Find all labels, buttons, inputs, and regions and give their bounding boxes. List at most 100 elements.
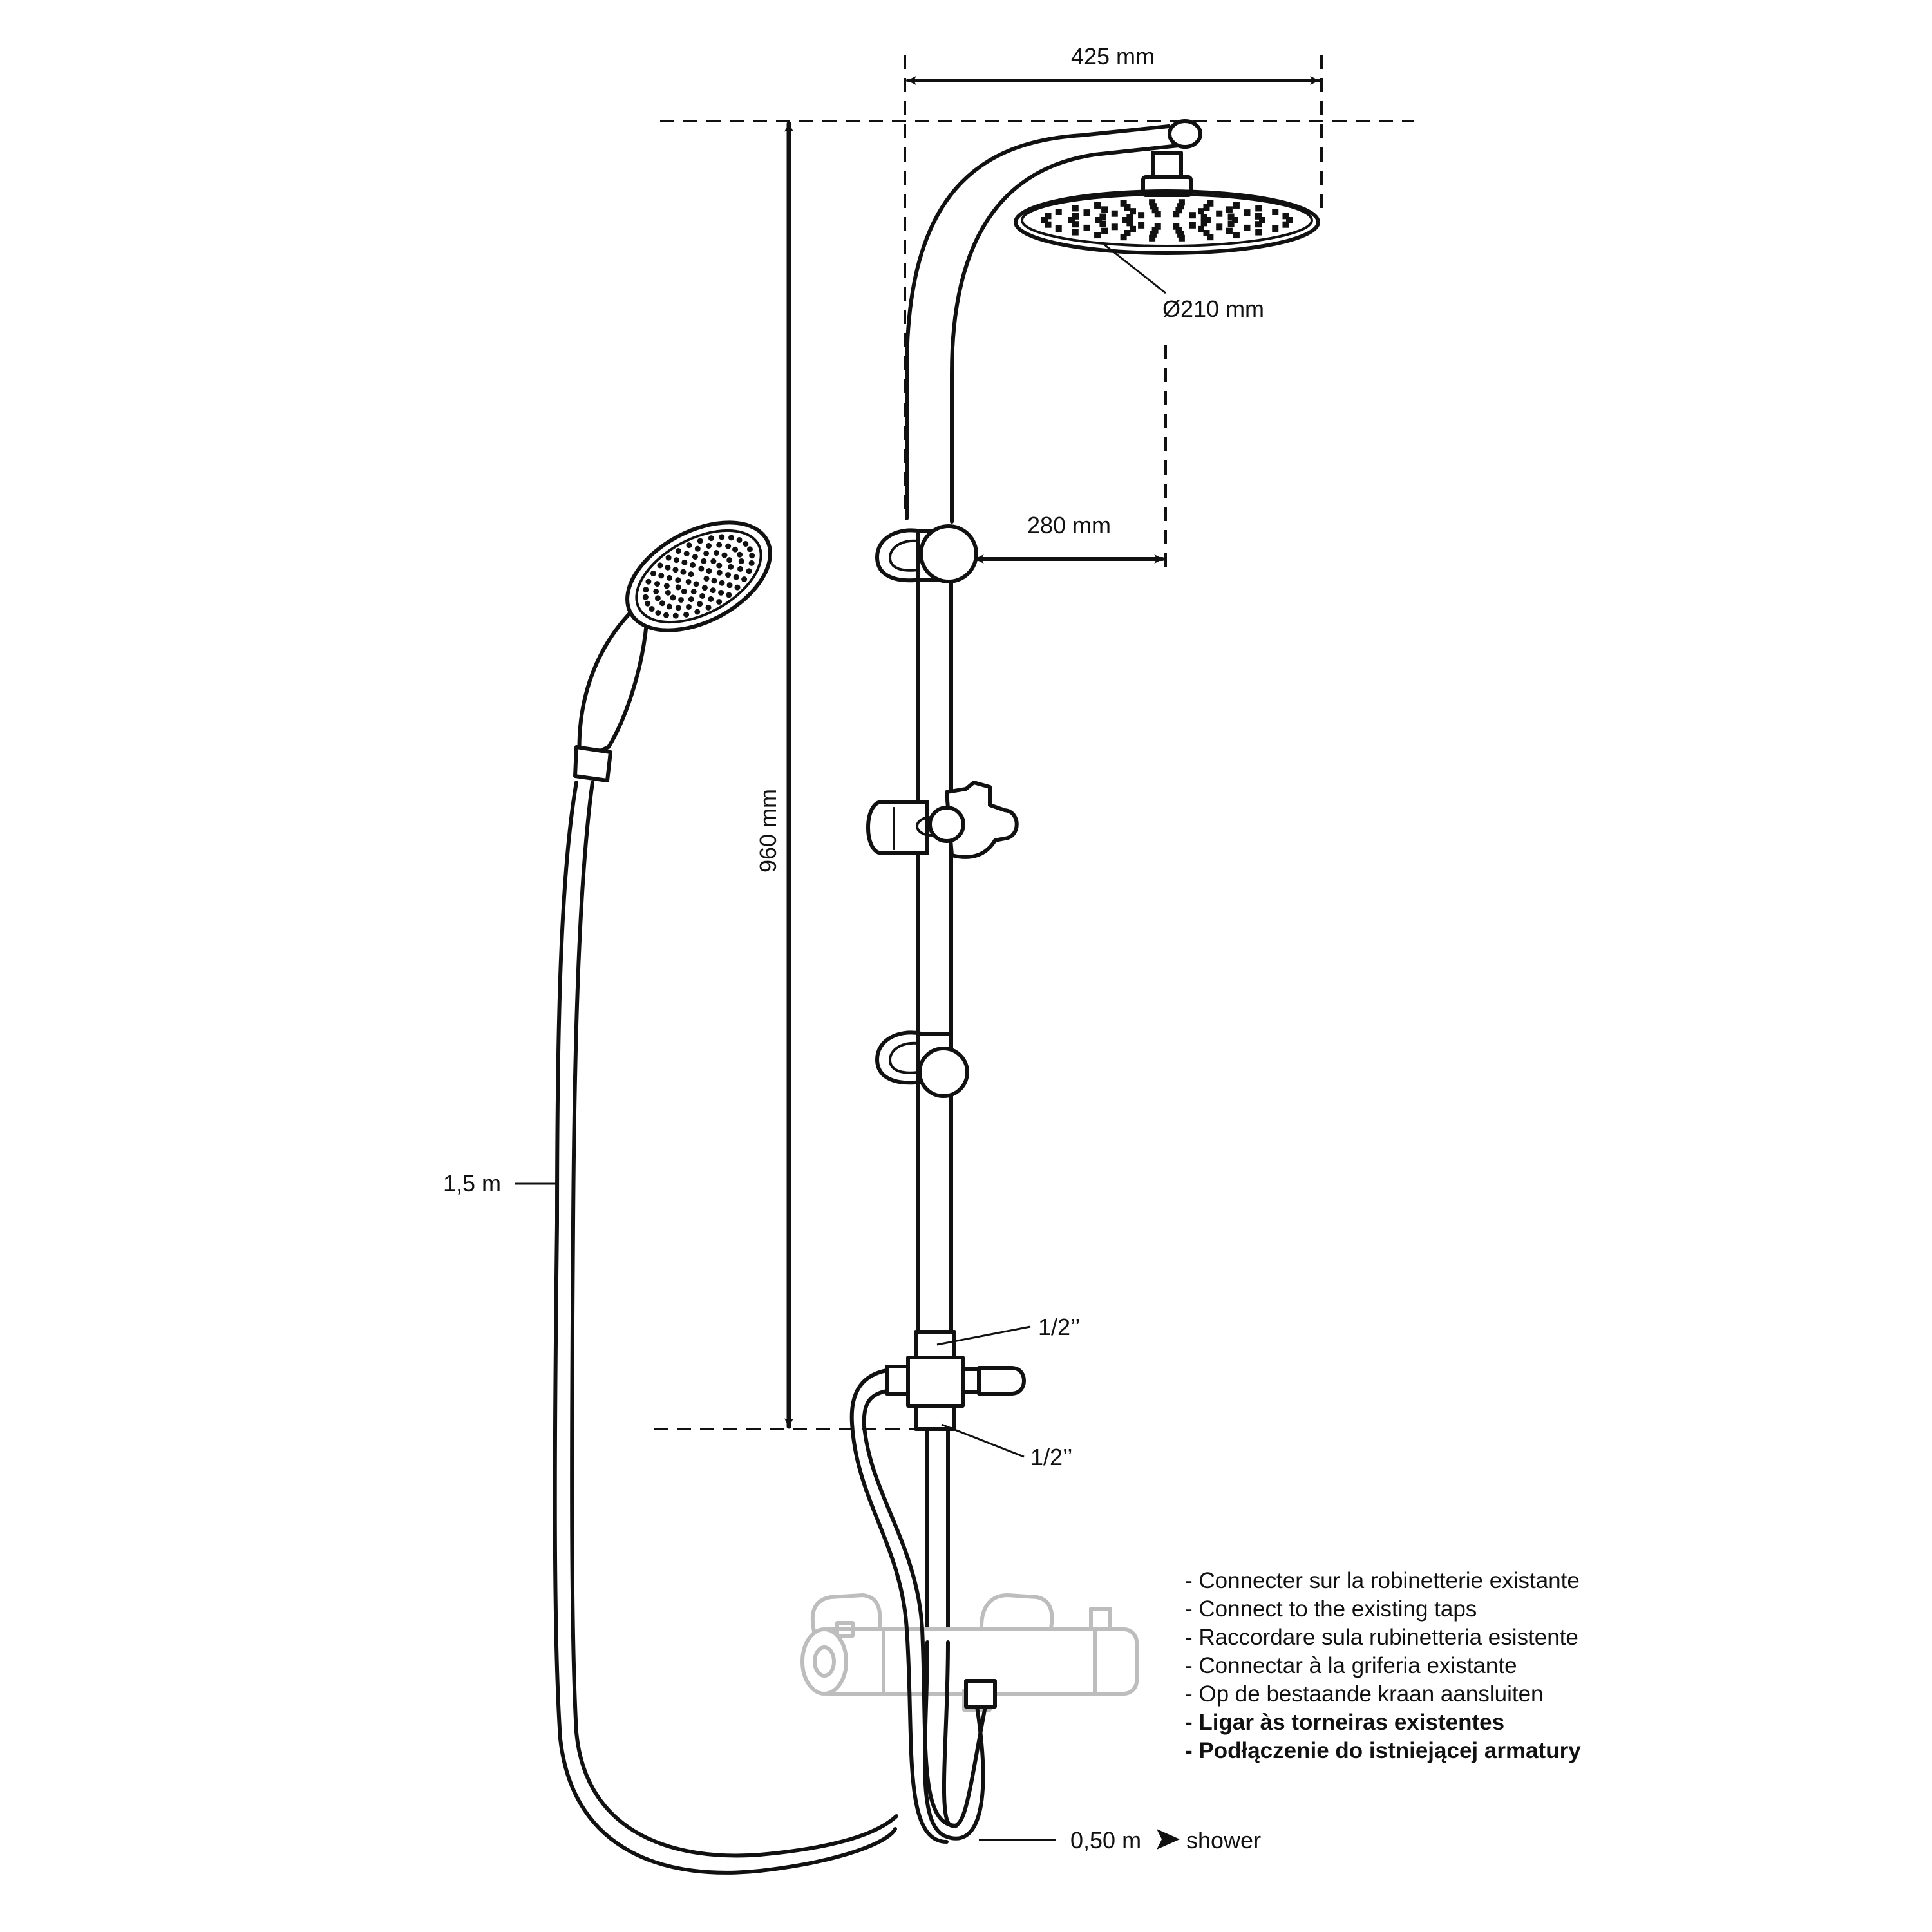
nozzle (1189, 212, 1196, 219)
nozzle (1154, 211, 1161, 218)
nozzle (1120, 234, 1127, 241)
nozzle (1151, 207, 1159, 214)
connector-bottom-label: 1/2’’ (1030, 1444, 1072, 1470)
nozzle (716, 569, 723, 576)
nozzle (728, 564, 734, 570)
nozzle (1041, 217, 1048, 223)
width-label: 425 mm (1071, 43, 1155, 70)
nozzle (732, 546, 739, 553)
hand-shower (573, 520, 772, 782)
nozzle (726, 592, 732, 598)
nozzle (708, 535, 714, 542)
nozzle (697, 538, 703, 544)
rain-shower-head: Ø210 mm (1014, 151, 1320, 322)
nozzle (1259, 217, 1265, 223)
hose-length-label: 1,5 m (443, 1170, 501, 1197)
nozzle (1255, 229, 1262, 236)
hand-shower-nozzles (642, 534, 755, 619)
width-dimension: 425 mm (906, 43, 1320, 85)
outlet-hose: 0,50 m shower (923, 1640, 1261, 1853)
reach-label: 280 mm (1027, 512, 1111, 538)
nozzle (1200, 214, 1208, 221)
nozzle (688, 571, 694, 578)
nozzle (666, 574, 672, 581)
nozzle (1130, 225, 1136, 232)
nozzle (1232, 217, 1238, 223)
nozzle (665, 554, 672, 561)
nozzle (1083, 224, 1090, 231)
note-line: - Connect to the existing taps (1185, 1596, 1477, 1622)
nozzle (1150, 203, 1157, 210)
nozzle (1175, 227, 1182, 234)
nozzle (726, 557, 733, 564)
nozzle (685, 578, 692, 585)
nozzle (1126, 220, 1133, 227)
nozzle (1045, 221, 1052, 228)
nozzle (1282, 213, 1289, 220)
note-line: - Connectar à la griferia existante (1185, 1653, 1517, 1678)
nozzle (1149, 234, 1156, 242)
nozzle (681, 588, 687, 594)
nozzle (686, 542, 692, 549)
nozzle (694, 609, 701, 615)
nozzle (1282, 221, 1289, 228)
nozzle (1177, 203, 1184, 210)
nozzle (1226, 206, 1233, 213)
nozzle (1173, 211, 1180, 218)
nozzle (1173, 223, 1180, 230)
feed-pipe (925, 1429, 950, 1644)
nozzle (734, 584, 741, 591)
note-line: - Podłączenie do istniejącej armatury (1185, 1738, 1581, 1763)
nozzle (1154, 223, 1161, 230)
nozzle (741, 576, 748, 583)
nozzle (655, 610, 661, 616)
nozzle (1200, 220, 1208, 227)
nozzle (654, 581, 661, 587)
nozzle (1286, 217, 1293, 223)
nozzle (736, 536, 743, 543)
nozzle (659, 600, 665, 607)
nozzle (692, 554, 698, 560)
nozzle (1151, 227, 1159, 234)
nozzle (1203, 230, 1210, 237)
nozzle (697, 601, 703, 607)
nozzle (746, 546, 753, 553)
nozzle (1120, 200, 1127, 207)
nozzle (690, 589, 697, 595)
nozzle (1178, 234, 1185, 242)
nozzle (1099, 213, 1106, 220)
nozzle (1126, 214, 1133, 221)
nozzle (728, 535, 734, 541)
nozzle (1198, 225, 1204, 232)
nozzle (666, 603, 672, 610)
nozzle (1068, 217, 1075, 223)
nozzle (706, 543, 712, 549)
nozzle (1255, 221, 1262, 228)
nozzle (716, 542, 723, 548)
nozzle (708, 596, 714, 602)
nozzle (1095, 217, 1102, 223)
nozzle (675, 584, 681, 591)
nozzle (658, 573, 665, 579)
nozzle (688, 596, 694, 603)
nozzle (701, 585, 708, 591)
nozzle (643, 587, 649, 593)
nozzle (1083, 209, 1090, 216)
nozzle (1226, 227, 1233, 234)
nozzle (1124, 204, 1131, 211)
nozzle (1244, 224, 1251, 231)
nozzle (737, 551, 743, 558)
nozzle (654, 595, 661, 601)
nozzle (1189, 222, 1196, 229)
nozzle (1198, 208, 1204, 215)
hose-to-diverter (849, 1368, 958, 1844)
nozzle (718, 589, 724, 596)
nozzle (1072, 213, 1079, 220)
nozzle (1207, 234, 1214, 241)
nozzle (1207, 200, 1214, 207)
nozzle (1272, 208, 1279, 215)
nozzle (653, 589, 659, 595)
nozzle (705, 604, 712, 611)
nozzle (1255, 205, 1262, 212)
